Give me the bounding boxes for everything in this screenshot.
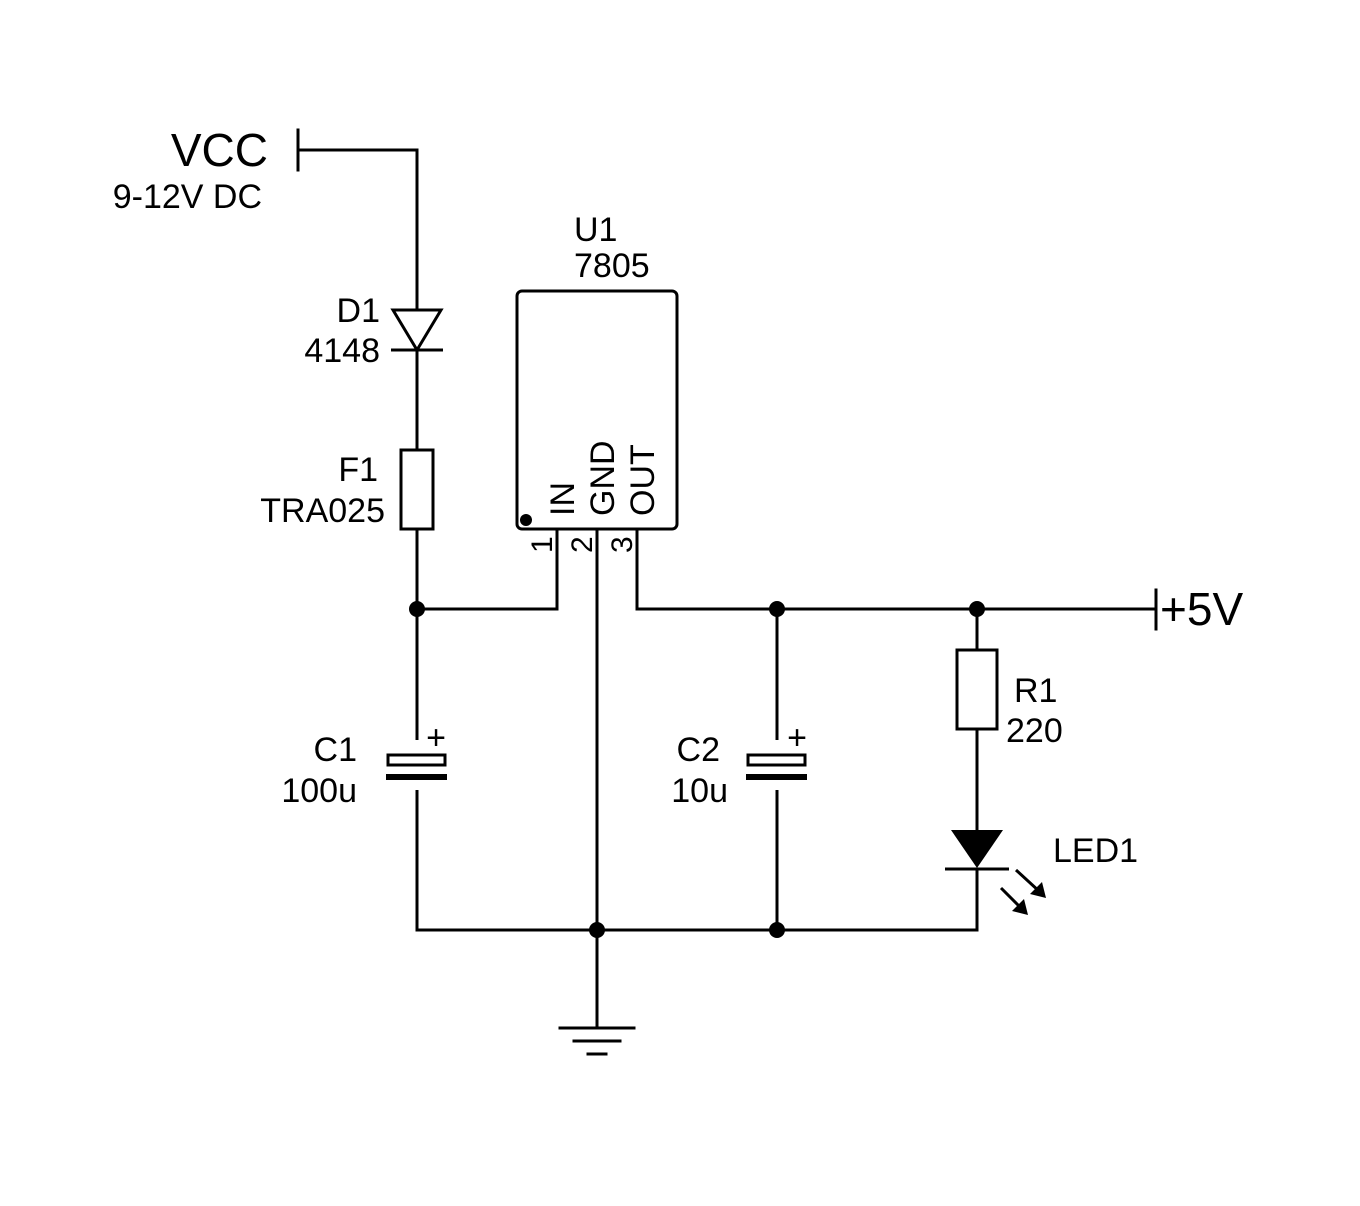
u1-value: 7805 <box>574 247 650 285</box>
led1-ref: LED1 <box>1053 832 1138 870</box>
led1-symbol <box>945 830 1009 932</box>
fuse-f1-symbol <box>399 448 435 932</box>
d1-value: 4148 <box>304 332 380 370</box>
u1-pin1-name: IN <box>544 482 582 516</box>
u1-pin3-name: OUT <box>624 444 662 516</box>
c2-polarity: + <box>787 719 807 757</box>
u1-ref: U1 <box>574 211 617 249</box>
vcc-terminal <box>296 128 419 310</box>
u1-pin2-number: 2 <box>566 536 599 553</box>
r1-ref: R1 <box>1014 672 1057 710</box>
led1-emission-arrows-icon <box>999 868 1046 915</box>
capacitor-c2-symbol <box>746 607 807 932</box>
resistor-r1-symbol <box>955 607 999 832</box>
output-label: +5V <box>1160 583 1243 635</box>
c2-ref: C2 <box>677 731 720 769</box>
c2-value: 10u <box>671 772 728 810</box>
c1-ref: C1 <box>314 731 357 769</box>
ground-icon <box>558 1026 636 1056</box>
u1-pin1-number: 1 <box>526 536 559 553</box>
c1-value: 100u <box>281 772 357 810</box>
f1-value: TRA025 <box>260 492 385 530</box>
vcc-label: VCC <box>171 124 268 176</box>
vcc-voltage-note: 9-12V DC <box>113 178 262 216</box>
diode-d1-symbol <box>390 308 444 452</box>
u1-pin2-name: GND <box>584 440 622 516</box>
d1-ref: D1 <box>337 292 380 330</box>
r1-value: 220 <box>1006 712 1063 750</box>
junction-dots <box>409 601 985 938</box>
capacitor-c1-symbol <box>386 740 447 790</box>
u1-pin3-number: 3 <box>606 536 639 553</box>
f1-ref: F1 <box>338 451 378 489</box>
c1-polarity: + <box>426 719 446 757</box>
